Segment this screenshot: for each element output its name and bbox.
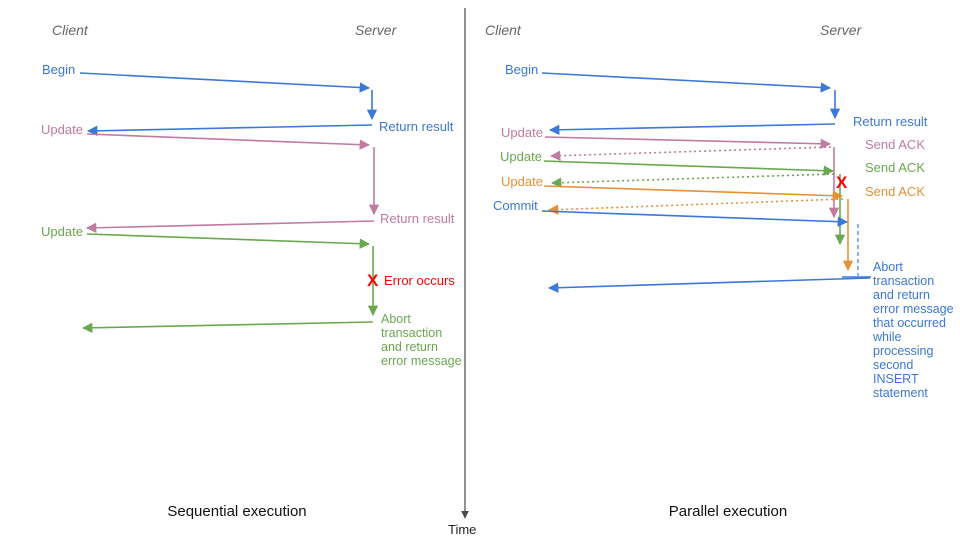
right-update-3-request xyxy=(543,185,844,201)
left-begin-label: Begin xyxy=(42,62,76,77)
right-return-result-label: Return result xyxy=(853,114,928,129)
right-commit-request xyxy=(541,210,849,227)
right-commit-label: Commit xyxy=(493,198,538,213)
right-error-x-icon: X xyxy=(836,173,848,192)
left-error-x-icon: X xyxy=(367,271,379,290)
right-return-result xyxy=(548,123,836,136)
right-abort-text: Abort transaction and return error messa… xyxy=(873,260,954,400)
left-client-header: Client xyxy=(52,22,88,38)
left-update-2-label: Update xyxy=(41,224,83,239)
right-update-2-label: Update xyxy=(500,149,542,164)
right-client-header: Client xyxy=(485,22,521,38)
left-panel-title: Sequential execution xyxy=(167,503,307,520)
left-return-result-2-label: Return result xyxy=(380,211,455,226)
left-error-text: Error occurs xyxy=(384,273,455,288)
left-begin-request xyxy=(79,72,371,93)
left-return-result-1 xyxy=(86,124,373,137)
left-server-header: Server xyxy=(355,22,397,38)
right-update-2-request xyxy=(543,160,835,176)
left-abort-return xyxy=(81,321,374,334)
right-send-ack-2-label: Send ACK xyxy=(865,160,925,175)
left-return-result-2 xyxy=(85,220,375,233)
right-begin-label: Begin xyxy=(505,62,539,77)
left-update-1-label: Update xyxy=(41,122,83,137)
right-send-ack-3-label: Send ACK xyxy=(865,184,925,199)
right-send-ack-1-label: Send ACK xyxy=(865,137,925,152)
time-axis-label: Time xyxy=(448,522,477,537)
right-update-3-label: Update xyxy=(501,174,543,189)
right-send-ack-2 xyxy=(550,173,835,188)
left-return-result-1-label: Return result xyxy=(379,119,454,134)
right-send-ack-3 xyxy=(547,198,844,215)
left-update-2-request xyxy=(86,233,371,249)
left-update-1-request xyxy=(86,133,371,150)
right-panel-title: Parallel execution xyxy=(668,503,788,520)
right-abort-return xyxy=(547,277,871,293)
right-server-header: Server xyxy=(820,22,862,38)
left-abort-text: Abort transaction and return error messa… xyxy=(381,312,462,368)
right-send-ack-1 xyxy=(549,146,832,161)
right-begin-request xyxy=(541,72,832,93)
right-update-1-request xyxy=(544,136,832,149)
right-update-1-label: Update xyxy=(501,125,543,140)
